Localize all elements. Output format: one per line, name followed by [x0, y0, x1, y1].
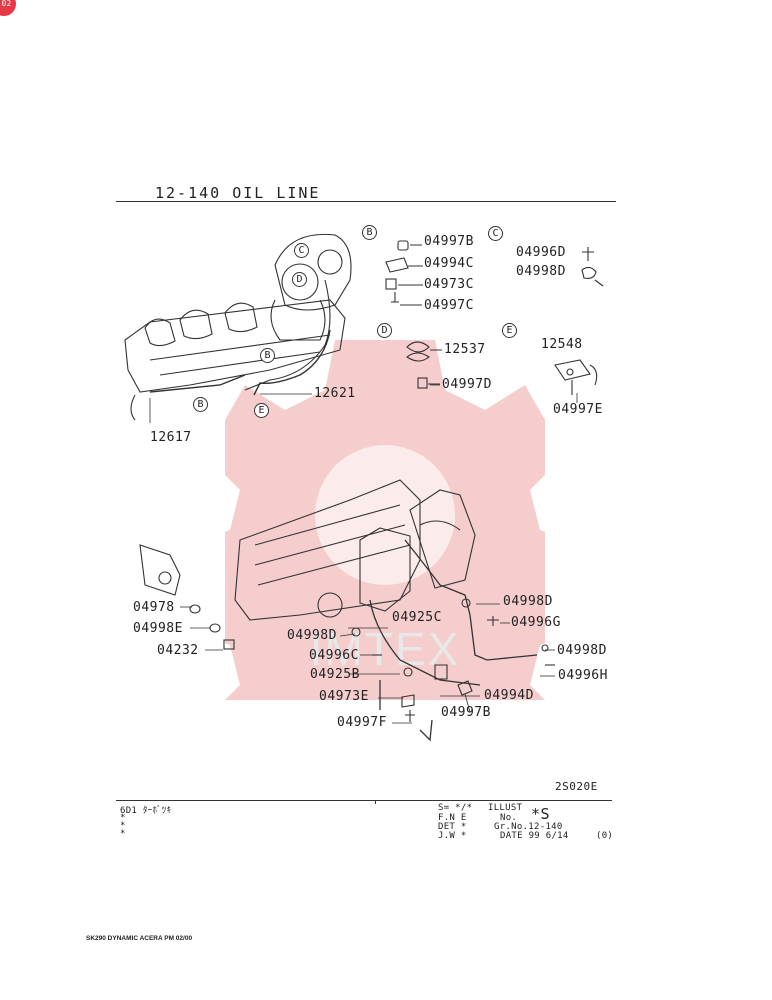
part-04973E: 04973E — [319, 689, 369, 704]
part-04996D: 04996D — [516, 245, 566, 260]
part-12617: 12617 — [150, 430, 192, 445]
footer-det-label: DET * — [438, 822, 467, 832]
footer-illust-label: ILLUST — [488, 803, 523, 813]
group-b-parts — [385, 240, 423, 306]
part-04998D-top: 04998D — [516, 264, 566, 279]
footer-date: DATE 99 6/14 — [500, 831, 569, 841]
part-04997F: 04997F — [337, 715, 387, 730]
callout-e-engine: E — [254, 403, 269, 418]
footer-no-label: No. — [500, 813, 518, 823]
part-04996H: 04996H — [558, 668, 608, 683]
corner-page-badge: 02 — [0, 0, 16, 16]
part-04925B: 04925B — [310, 667, 360, 682]
footer-jw-label: J.W * — [438, 831, 467, 841]
footer-scale-label: S= */* — [438, 803, 473, 813]
part-04997C: 04997C — [424, 298, 474, 313]
group-c-parts — [581, 247, 604, 287]
part-04925C: 04925C — [392, 610, 442, 625]
footer-divider-tick — [375, 800, 376, 804]
footer-document-note: SK290 DYNAMIC ACERA PM 02/00 — [86, 935, 193, 942]
footer-illust-number: *S — [531, 805, 551, 823]
footer-revision: (0) — [596, 831, 614, 841]
leader-lines — [149, 384, 578, 724]
part-04998D-right-1: 04998D — [503, 594, 553, 609]
part-04994C: 04994C — [424, 256, 474, 271]
callout-b-top: B — [362, 225, 377, 240]
footer-model-label: 6D1 ﾀｰﾎﾞﾂｷ — [120, 806, 172, 816]
part-04973C: 04973C — [424, 277, 474, 292]
oil-pipe-lower — [369, 539, 538, 742]
watermark-text: IMTEX — [310, 623, 461, 675]
callout-d-mid: D — [377, 323, 392, 338]
callout-c-engine: C — [294, 243, 309, 258]
group-d-parts — [406, 341, 442, 389]
part-04997E: 04997E — [553, 402, 603, 417]
callout-c-top: C — [488, 226, 503, 241]
part-04978: 04978 — [133, 600, 175, 615]
callout-b-engine-1: B — [260, 348, 275, 363]
exhaust-manifold-drawing — [124, 299, 346, 421]
part-04232: 04232 — [157, 643, 199, 658]
part-04998E: 04998E — [133, 621, 183, 636]
part-12537: 12537 — [444, 342, 486, 357]
part-04997D: 04997D — [442, 377, 492, 392]
part-04998D-right-2: 04998D — [557, 643, 607, 658]
callout-e-mid: E — [502, 323, 517, 338]
part-04998D-left: 04998D — [287, 628, 337, 643]
footer-star-1: * — [120, 813, 126, 823]
part-04997B-bottom: 04997B — [441, 705, 491, 720]
drawing-reference-code: 2S020E — [555, 780, 598, 793]
part-04994D: 04994D — [484, 688, 534, 703]
engine-block-drawing — [139, 479, 476, 621]
lower-small-parts — [189, 598, 555, 722]
part-12548: 12548 — [541, 337, 583, 352]
footer-star-2: * — [120, 821, 126, 831]
part-04996G: 04996G — [511, 615, 561, 630]
turbocharger-drawing — [244, 233, 352, 391]
group-e-parts — [554, 359, 598, 395]
footer-top-rule — [116, 800, 612, 801]
oil-pipe-12621 — [149, 329, 331, 396]
footer-fn-label: F.N E — [438, 813, 467, 823]
title-rule — [116, 201, 616, 202]
callout-b-engine-2: B — [193, 397, 208, 412]
page-title: 12-140 OIL LINE — [155, 184, 321, 202]
part-04996C: 04996C — [309, 648, 359, 663]
footer-star-3: * — [120, 829, 126, 839]
footer-group-number: Gr.No.12-140 — [494, 822, 563, 832]
callout-d-engine: D — [292, 272, 307, 287]
part-04997B-top: 04997B — [424, 234, 474, 249]
part-12621: 12621 — [314, 386, 356, 401]
